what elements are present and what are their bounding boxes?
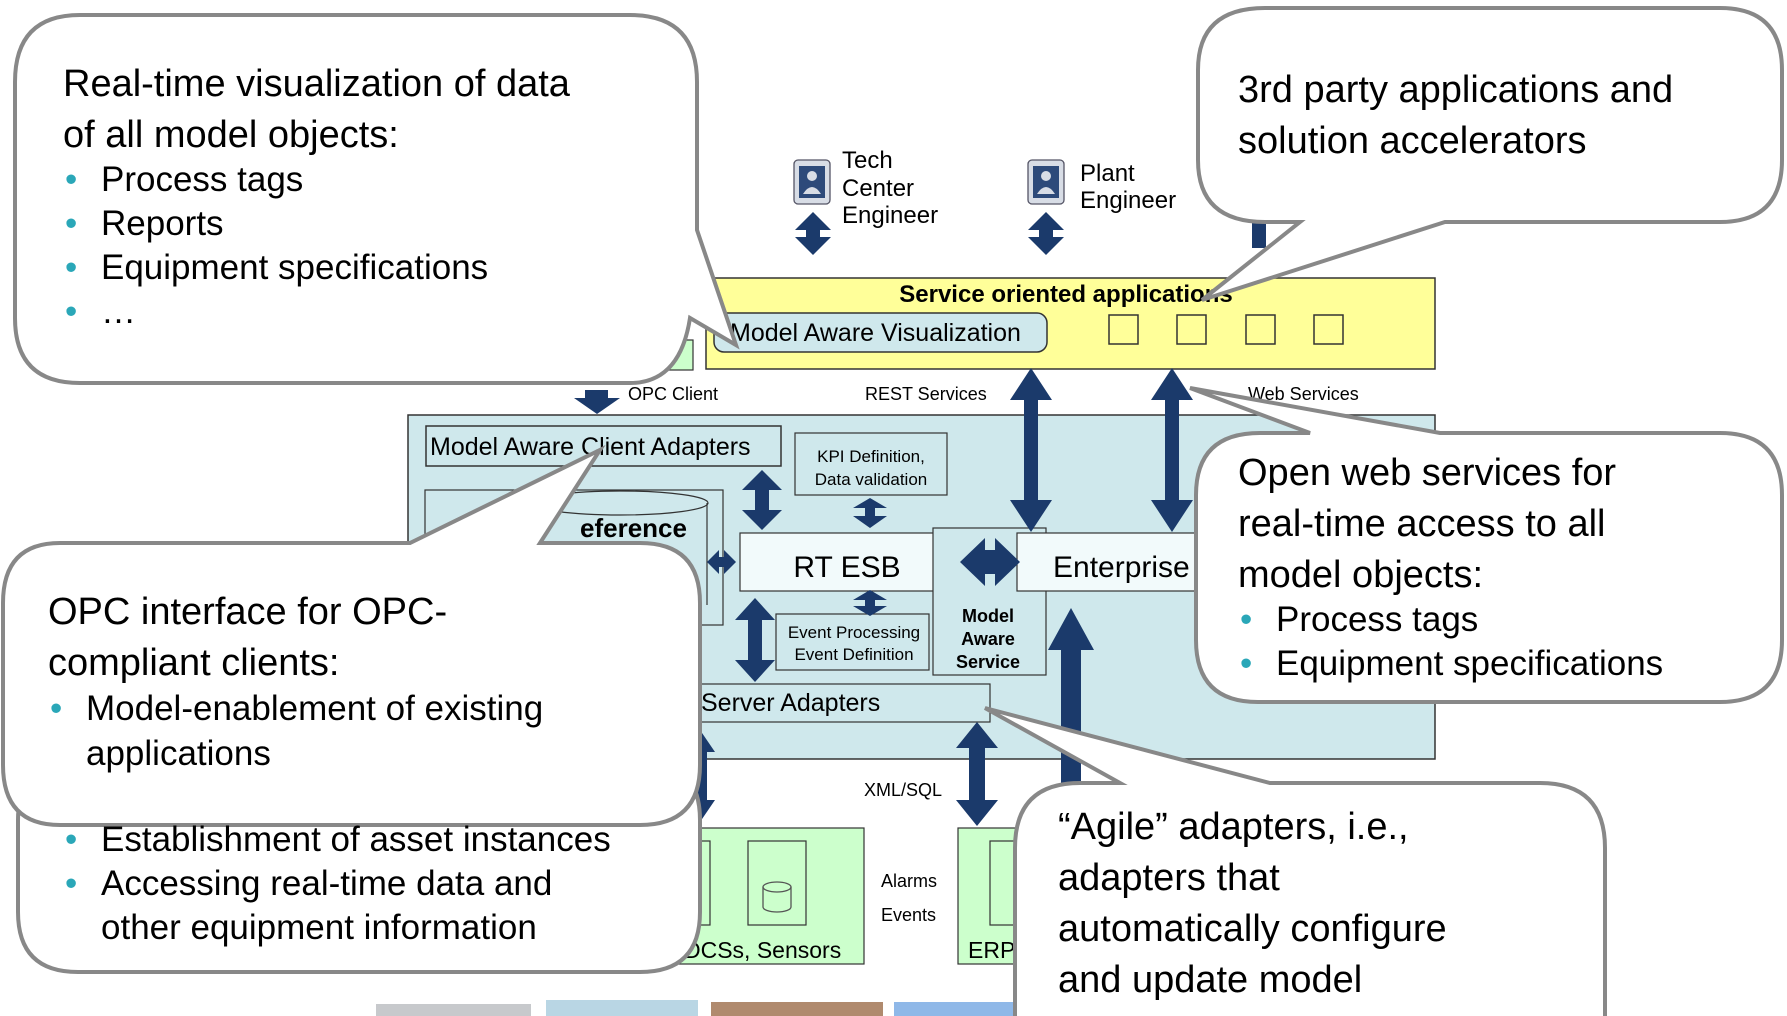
bullet-ellipsis: … bbox=[63, 290, 683, 334]
enterprise-box[interactable] bbox=[1016, 532, 1218, 592]
kpi-line-2: Data validation bbox=[815, 470, 927, 489]
upward-enterprise-arrow bbox=[1048, 608, 1094, 790]
rest-services-label: REST Services bbox=[865, 384, 987, 404]
events-label: Events bbox=[881, 905, 936, 925]
assets-bullets: Establishment of asset instances Accessi… bbox=[63, 818, 703, 906]
visualization-bullets: Process tags Reports Equipment specifica… bbox=[63, 158, 683, 334]
opc-text-line-2: compliant clients: bbox=[48, 642, 340, 684]
server-adapters-label: Server Adapters bbox=[701, 689, 880, 717]
rt-esb-box[interactable] bbox=[739, 532, 958, 592]
client-esb-arrow bbox=[742, 470, 782, 530]
xml-sql-arrow bbox=[956, 722, 998, 826]
visualization-text-line-2: of all model objects: bbox=[63, 114, 399, 156]
bullet-process-tags: Process tags bbox=[63, 158, 683, 202]
enterprise-label: Enterprise bbox=[1053, 551, 1190, 584]
dcs-sensors-label: DCSs, Sensors bbox=[684, 937, 841, 963]
bullet-equipment-specifications: Equipment specifications bbox=[63, 246, 683, 290]
visualization-text-line-1: Real-time visualization of data bbox=[63, 63, 570, 105]
alarms-label: Alarms bbox=[881, 871, 937, 891]
photo-strip-3 bbox=[711, 1002, 883, 1016]
xml-sql-label: XML/SQL bbox=[864, 780, 942, 800]
web-services-text-line-2: real-time access to all bbox=[1238, 503, 1606, 545]
arrows bbox=[574, 212, 1266, 826]
third-party-callout-shape bbox=[1196, 6, 1784, 302]
third-party-callout: 3rd party applications and solution acce… bbox=[1238, 65, 1758, 167]
third-party-text-line-1: 3rd party applications and bbox=[1238, 69, 1674, 111]
web-services-label: Web Services bbox=[1248, 384, 1359, 404]
web-services-callout: Open web services for real-time access t… bbox=[1238, 448, 1758, 686]
bullet-equipment-specifications: Equipment specifications bbox=[1238, 642, 1758, 686]
esb-enterprise-arrow bbox=[960, 538, 1020, 586]
photo-strip-2 bbox=[546, 1000, 698, 1016]
reference-label: eference bbox=[580, 513, 687, 543]
bullet-asset-instances: Establishment of asset instances bbox=[63, 818, 703, 862]
event-line-1: Event Processing bbox=[788, 623, 920, 642]
service-bar-title: Service oriented applications bbox=[899, 281, 1232, 308]
app-slot-3[interactable] bbox=[1245, 314, 1276, 345]
visualization-callout: Real-time visualization of data of all m… bbox=[63, 59, 683, 334]
reference-esb-arrow bbox=[707, 550, 736, 574]
model-aware-service-line-1: Model bbox=[962, 606, 1014, 626]
third-party-arrow-stub bbox=[1252, 222, 1266, 248]
esb-server-arrow bbox=[735, 598, 775, 682]
third-party-text-line-2: solution accelerators bbox=[1238, 120, 1587, 162]
plant-user-arrow bbox=[1028, 212, 1064, 255]
opc-callout: OPC interface for OPC- compliant clients… bbox=[48, 587, 688, 776]
agile-text-line-4: and update model bbox=[1058, 959, 1363, 1001]
assets-continuation: other equipment information bbox=[101, 908, 537, 947]
rt-esb-label: RT ESB bbox=[793, 551, 900, 584]
agile-text-line-1: “Agile” adapters, i.e., bbox=[1058, 806, 1409, 848]
agile-callout-shape bbox=[984, 706, 1607, 1016]
web-services-text-line-1: Open web services for bbox=[1238, 452, 1617, 494]
model-aware-service-line-3: Service bbox=[956, 652, 1020, 672]
user-icon bbox=[1027, 159, 1065, 205]
app-slot-1[interactable] bbox=[1108, 314, 1139, 345]
dcs-inner-right bbox=[747, 840, 807, 926]
user-icon bbox=[793, 159, 831, 205]
web-services-text-line-3: model objects: bbox=[1238, 554, 1484, 596]
assets-callout: Establishment of asset instances Accessi… bbox=[63, 818, 703, 950]
database-icon bbox=[762, 881, 792, 913]
kpi-esb-arrow bbox=[853, 498, 887, 528]
kpi-line-1: KPI Definition, bbox=[817, 447, 925, 466]
web-services-arrow bbox=[1151, 368, 1193, 532]
bullet-accessing-data: Accessing real-time data and bbox=[63, 862, 703, 906]
model-aware-visualization-label: Model Aware Visualization bbox=[730, 319, 1021, 347]
event-line-2: Event Definition bbox=[794, 645, 913, 664]
tech-engineer-line-2: Center bbox=[842, 175, 914, 202]
opc-text-line-1: OPC interface for OPC- bbox=[48, 591, 448, 633]
opc-client-label: OPC Client bbox=[628, 384, 718, 404]
client-adapters-box[interactable] bbox=[425, 425, 782, 467]
app-slot-2[interactable] bbox=[1176, 314, 1207, 345]
agile-text-line-3: automatically configure bbox=[1058, 908, 1447, 950]
agile-text-line-2: adapters that bbox=[1058, 857, 1280, 899]
rest-arrow bbox=[1010, 368, 1052, 532]
event-processing-box[interactable] bbox=[775, 613, 930, 671]
tech-engineer-line-3: Engineer bbox=[842, 202, 938, 229]
bullet-process-tags: Process tags bbox=[1238, 598, 1758, 642]
agile-callout: “Agile” adapters, i.e., adapters that au… bbox=[1058, 802, 1598, 1006]
kpi-box[interactable] bbox=[794, 432, 948, 496]
app-slot-4[interactable] bbox=[1313, 314, 1344, 345]
model-aware-service-line-2: Aware bbox=[961, 629, 1015, 649]
bullet-reports: Reports bbox=[63, 202, 683, 246]
web-services-bullets: Process tags Equipment specifications bbox=[1238, 598, 1758, 686]
plant-engineer-line-2: Engineer bbox=[1080, 187, 1176, 214]
photo-strip-1 bbox=[376, 1004, 531, 1016]
opc-client-arrow bbox=[574, 390, 620, 414]
esb-event-arrow bbox=[853, 590, 887, 616]
server-adapters-box[interactable] bbox=[689, 683, 991, 723]
erp-label: ERP bbox=[968, 937, 1015, 963]
plant-engineer-line-1: Plant bbox=[1080, 160, 1135, 187]
tech-user-arrow bbox=[795, 212, 831, 255]
tech-engineer-line-1: Tech bbox=[842, 147, 893, 174]
